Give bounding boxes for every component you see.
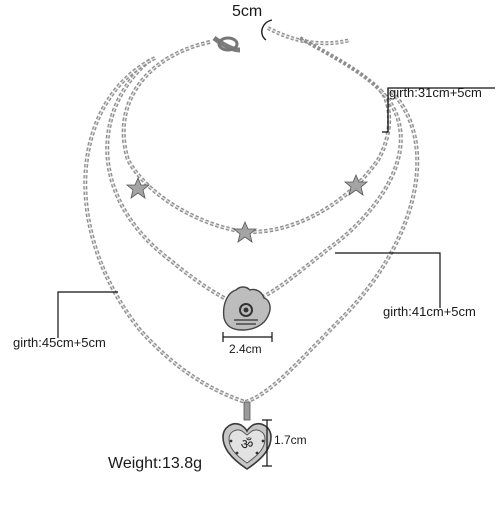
heart-height-guide <box>262 419 272 467</box>
om-symbol: ॐ <box>241 437 254 453</box>
middle-chain <box>105 58 403 331</box>
star-charm-left <box>125 176 151 199</box>
hamsa-width-guide <box>222 332 273 342</box>
heart-bail <box>243 401 251 421</box>
short-chain <box>121 40 392 243</box>
clasp-icon <box>217 36 239 52</box>
girth-31-label: girth:31cm+5cm <box>389 85 482 100</box>
girth-45-guide <box>57 291 118 338</box>
girth-41-label: girth:41cm+5cm <box>383 304 476 319</box>
weight-label: Weight:13.8g <box>108 455 202 472</box>
girth-41-guide <box>335 252 441 308</box>
long-chain: ॐ <box>83 56 420 470</box>
extender-length-label: 5cm <box>232 3 263 20</box>
extender-chain <box>212 19 382 92</box>
dimension-lines <box>57 87 495 467</box>
heart-height-label: 1.7cm <box>274 433 307 447</box>
heart-pendant: ॐ <box>222 422 272 470</box>
star-charm-center <box>232 220 258 243</box>
girth-45-label: girth:45cm+5cm <box>13 335 106 350</box>
extender-bracket <box>261 19 273 41</box>
star-charm-right <box>343 173 369 196</box>
hamsa-width-label: 2.4cm <box>229 342 262 356</box>
hamsa-pendant <box>222 286 271 331</box>
